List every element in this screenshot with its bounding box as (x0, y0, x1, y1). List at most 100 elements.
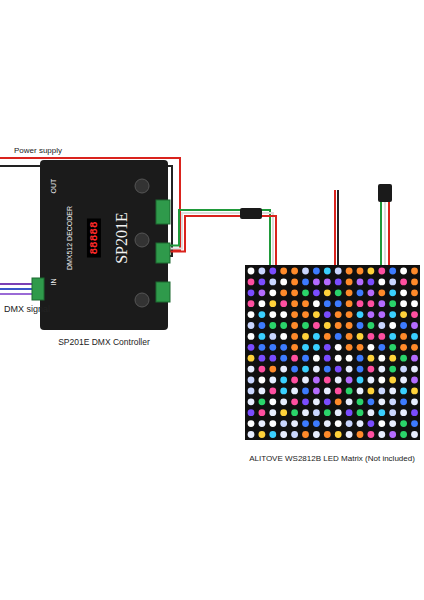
led-pixel (368, 388, 375, 395)
led-pixel (389, 333, 396, 340)
led-pixel (378, 300, 385, 307)
led-pixel (324, 322, 331, 329)
led-pixel (248, 431, 255, 438)
led-pixel (357, 300, 364, 307)
led-pixel (324, 377, 331, 384)
led-pixel (389, 268, 396, 275)
led-pixel (291, 333, 298, 340)
led-pixel (389, 279, 396, 286)
led-pixel (335, 398, 342, 405)
led-pixel (368, 431, 375, 438)
led-pixel (346, 322, 353, 329)
led-pixel (400, 268, 407, 275)
led-pixel (346, 311, 353, 318)
led-pixel (269, 409, 276, 416)
led-pixel (313, 311, 320, 318)
led-pixel (368, 311, 375, 318)
led-pixel (335, 300, 342, 307)
led-pixel (411, 322, 418, 329)
led-pixel (357, 311, 364, 318)
led-pixel (291, 289, 298, 296)
led-pixel (259, 431, 266, 438)
led-pixel (302, 268, 309, 275)
led-pixel (389, 311, 396, 318)
led-pixel (378, 268, 385, 275)
led-pixel (378, 377, 385, 384)
led-pixel (302, 289, 309, 296)
led-pixel (313, 333, 320, 340)
led-pixel (378, 366, 385, 373)
led-pixel (346, 366, 353, 373)
led-pixel (248, 279, 255, 286)
led-pixel (248, 311, 255, 318)
led-pixel (357, 398, 364, 405)
led-pixel (378, 388, 385, 395)
led-pixel (389, 377, 396, 384)
led-pixel (357, 289, 364, 296)
led-pixel (259, 366, 266, 373)
led-pixel (313, 420, 320, 427)
led-pixel (324, 344, 331, 351)
cable-wire (168, 213, 273, 265)
led-pixel (346, 279, 353, 286)
led-pixel (259, 377, 266, 384)
led-pixel (335, 333, 342, 340)
led-pixel (302, 300, 309, 307)
led-pixel (269, 355, 276, 362)
led-pixel (411, 409, 418, 416)
led-pixel (357, 420, 364, 427)
led-pixel (389, 409, 396, 416)
led-pixel (291, 377, 298, 384)
led-pixel (368, 420, 375, 427)
port-label: IN (50, 279, 58, 286)
led-pixel (280, 409, 287, 416)
led-pixel (411, 289, 418, 296)
led-pixel (400, 300, 407, 307)
led-pixel (378, 398, 385, 405)
led-pixel (346, 289, 353, 296)
led-pixel (400, 289, 407, 296)
led-pixel (400, 409, 407, 416)
led-pixel (269, 268, 276, 275)
led-pixel (389, 366, 396, 373)
led-pixel (378, 333, 385, 340)
led-pixel (368, 377, 375, 384)
data-cable (168, 210, 276, 265)
wire-label: DMX signal (4, 304, 50, 314)
led-pixel (259, 333, 266, 340)
led-pixel (291, 420, 298, 427)
matrix-out-wire (388, 200, 390, 266)
led-pixel (248, 398, 255, 405)
led-pixel (368, 289, 375, 296)
led-pixel (313, 431, 320, 438)
led-pixel (335, 355, 342, 362)
led-pixel (411, 279, 418, 286)
led-pixel (269, 333, 276, 340)
led-pixel (280, 333, 287, 340)
led-pixel (346, 409, 353, 416)
led-pixel (357, 431, 364, 438)
led-pixel (357, 344, 364, 351)
led-pixel (378, 344, 385, 351)
led-pixel (357, 388, 364, 395)
led-pixel (259, 409, 266, 416)
led-pixel (400, 322, 407, 329)
led-pixel (411, 431, 418, 438)
led-pixel (324, 279, 331, 286)
led-pixel (346, 398, 353, 405)
led-pixel (302, 420, 309, 427)
led-pixel (368, 322, 375, 329)
led-pixel (280, 431, 287, 438)
led-pixel (346, 420, 353, 427)
led-pixel (335, 322, 342, 329)
led-pixel (248, 344, 255, 351)
led-pixel (291, 431, 298, 438)
wire-label: Power supply (14, 146, 62, 155)
dmx-wire (0, 283, 34, 285)
led-pixel (400, 388, 407, 395)
led-pixel (346, 268, 353, 275)
led-pixel (302, 431, 309, 438)
led-pixel (313, 300, 320, 307)
led-pixel (411, 300, 418, 307)
led-pixel (313, 398, 320, 405)
